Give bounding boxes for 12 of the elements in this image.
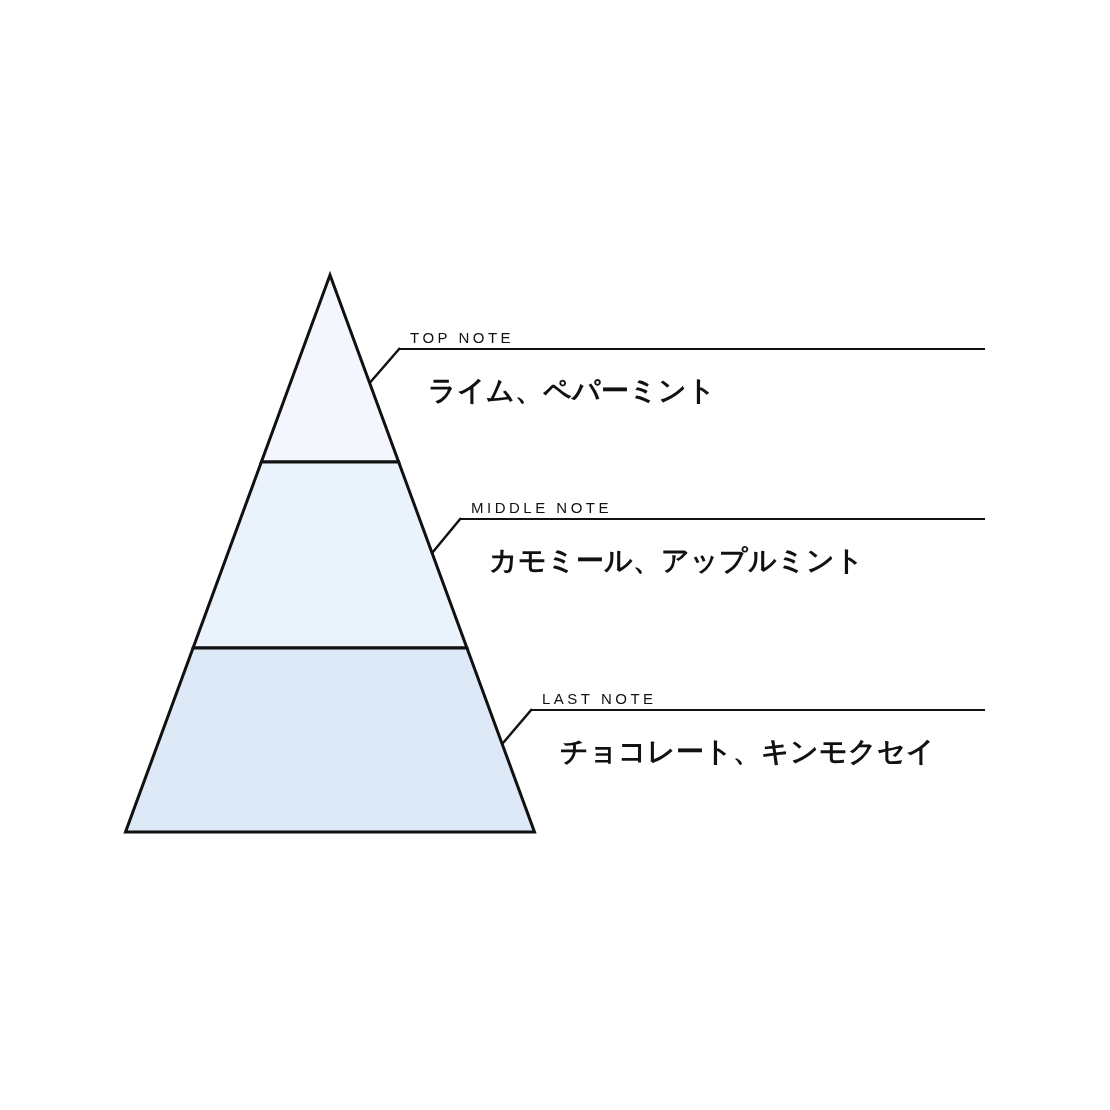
leader-line (368, 347, 401, 384)
note-heading: LAST NOTE (541, 689, 657, 709)
note-heading: MIDDLE NOTE (470, 498, 612, 518)
note-ingredients: チョコレート、キンモクセイ (559, 734, 935, 770)
note-ingredients: ライム、ペパーミント (427, 373, 716, 409)
note-ingredients: カモミール、アップルミント (488, 543, 864, 579)
pyramid-band (123, 646, 537, 834)
pyramid-top-band (259, 270, 401, 464)
note-heading: TOP NOTE (409, 328, 515, 348)
leader-line (431, 517, 462, 554)
pyramid-band (190, 460, 470, 650)
leader-line (501, 708, 533, 745)
